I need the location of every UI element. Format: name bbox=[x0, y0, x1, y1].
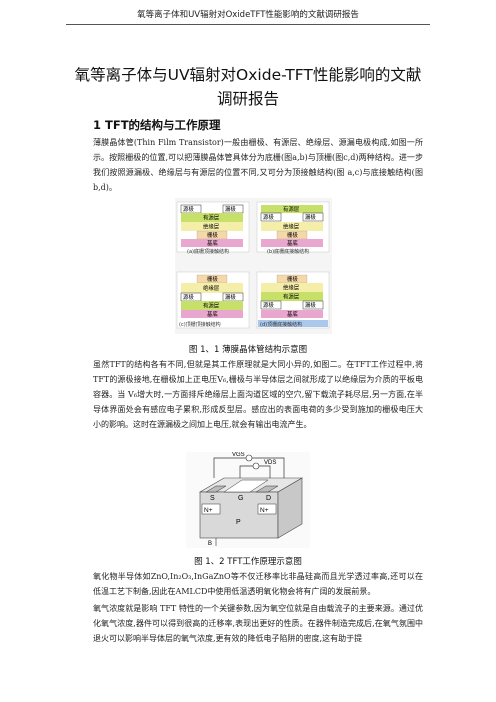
tft-principle-figure: VGS VDS S G D N+ N+ P B bbox=[186, 452, 310, 548]
panel-c-caption: (c)顶栅顶接触结构 bbox=[179, 321, 221, 328]
c-substrate-label: 基底 bbox=[207, 310, 218, 318]
document-title-line2: 调研报告 bbox=[216, 90, 279, 108]
c-drain-label: 漏极 bbox=[225, 293, 236, 301]
paragraph-principle: 虽然TFT的结构各有不同,但就是其工作原理就是大同小异的,如图二。在TFT工作过… bbox=[93, 360, 423, 429]
vgs-label: VGS bbox=[232, 452, 245, 458]
paragraph-oxide: 氧化物半导体如ZnO,In₂O₃,InGaZnO等不仅迁移率比非晶硅高而且光学透… bbox=[93, 572, 423, 596]
header-divider bbox=[66, 24, 430, 25]
b-active-label: 有源层 bbox=[283, 205, 300, 213]
drain-label: D bbox=[266, 495, 271, 502]
a-drain-label: 漏极 bbox=[225, 205, 236, 213]
p-region-label: P bbox=[236, 519, 241, 526]
n-plus-left-label: N+ bbox=[204, 507, 213, 514]
panel-b-caption: (b)底栅底接触结构 bbox=[267, 248, 309, 255]
d-gate-label: 栅极 bbox=[287, 275, 298, 283]
a-source-label: 源极 bbox=[183, 205, 194, 213]
c-insulator-label: 绝缘层 bbox=[203, 284, 220, 292]
document-title-line1: 氧等离子体与UV辐射对Oxide-TFT性能影响的文献 bbox=[74, 66, 422, 84]
body-label: B bbox=[208, 541, 212, 547]
panel-d-caption: (d)顶栅底接触结构 bbox=[260, 321, 302, 328]
vds-label: VDS bbox=[264, 460, 276, 466]
c-gate-label: 栅极 bbox=[207, 275, 218, 283]
d-source-label: 源极 bbox=[263, 301, 274, 309]
figure1-caption: 图 1、1 薄膜晶体管结构示意图 bbox=[188, 345, 308, 355]
panel-c: 栅极 绝缘层 源极 漏极 有源层 基底 (c)顶栅顶接触结构 bbox=[176, 271, 250, 329]
a-active-label: 有源层 bbox=[203, 214, 220, 222]
b-substrate-label: 基底 bbox=[287, 239, 298, 247]
b-drain-label: 漏极 bbox=[305, 213, 316, 221]
c-active-label: 有源层 bbox=[203, 302, 220, 310]
a-substrate-label: 基底 bbox=[207, 239, 218, 247]
b-insulator-label: 绝缘层 bbox=[283, 223, 300, 231]
figure2-caption: 图 1、2 TFT工作原理示意图 bbox=[194, 557, 302, 567]
d-active-label: 有源层 bbox=[283, 293, 300, 301]
n-plus-right-label: N+ bbox=[260, 507, 269, 514]
gate-label: G bbox=[238, 495, 243, 502]
running-header: 氧等离子体和UV辐射对OxideTFT性能影响的文献调研报告 bbox=[137, 10, 359, 20]
panel-d: 栅极 绝缘层 有源层 源极 漏极 基底 (d)顶栅底接触结构 bbox=[256, 271, 330, 329]
section-heading: 1 TFT的结构与工作原理 bbox=[93, 118, 221, 132]
d-substrate-label: 基底 bbox=[287, 310, 298, 318]
d-insulator-label: 绝缘层 bbox=[283, 284, 300, 292]
d-drain-label: 漏极 bbox=[305, 301, 316, 309]
c-source-label: 源极 bbox=[183, 293, 194, 301]
source-label: S bbox=[210, 495, 215, 502]
b-source-label: 源极 bbox=[263, 213, 274, 221]
panel-a: 源极 漏极 有源层 绝缘层 栅极 基底 (a)底栅顶接触结构 bbox=[176, 201, 250, 255]
panel-a-caption: (a)底栅顶接触结构 bbox=[187, 248, 229, 255]
paragraph-oxygen: 氧气浓度就是影响 TFT 特性的一个关键参数,因为氧空位就是自由载流子的主要来源… bbox=[93, 604, 423, 643]
panel-b: 有源层 源极 漏极 绝缘层 栅极 基底 (b)底栅底接触结构 bbox=[256, 201, 330, 255]
a-insulator-label: 绝缘层 bbox=[203, 223, 220, 231]
b-gate-label: 栅极 bbox=[287, 231, 298, 239]
a-gate-label: 栅极 bbox=[207, 231, 218, 239]
paragraph-structure: 薄膜晶体管(Thin Film Transistor)一般由栅极、有源层、绝缘层… bbox=[93, 138, 423, 192]
tft-structure-figure: 源极 漏极 有源层 绝缘层 栅极 基底 (a)底栅顶接触结构 有源层 源极 漏极… bbox=[175, 198, 332, 334]
